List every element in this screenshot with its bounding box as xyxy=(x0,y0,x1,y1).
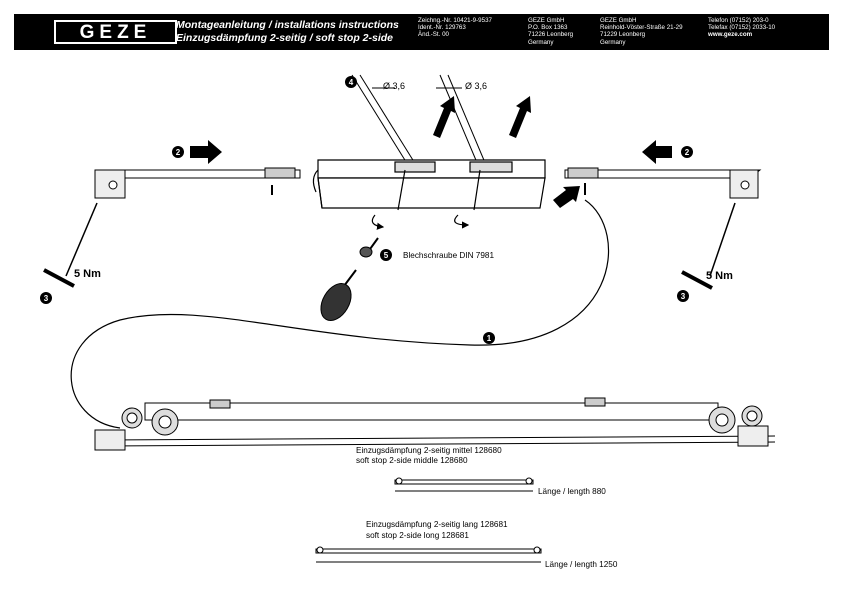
step-1-badge: 1 xyxy=(483,332,495,344)
document-title: Montageanleitung / installations instruc… xyxy=(176,19,399,45)
fax: Telefax (07152) 2033-10 xyxy=(708,24,776,32)
variant-middle-name-en: soft stop 2-side middle 128680 xyxy=(356,456,468,465)
torque-right: 5 Nm xyxy=(706,270,733,282)
address-line: P.O. Box 1363 xyxy=(528,24,568,32)
address-line: Germany xyxy=(600,38,626,46)
step-2-badge-left: 2 xyxy=(172,146,184,158)
geze-logo: GEZE xyxy=(54,20,177,44)
hook-arrow xyxy=(553,186,580,208)
drawing-info: Zeichng.-Nr. 10421-9-9537 Ident.-Nr. 129… xyxy=(418,17,492,39)
torque-left: 5 Nm xyxy=(74,268,101,280)
drill-guide-lines xyxy=(351,74,487,166)
insert-arrows xyxy=(433,96,531,138)
address-line: 71226 Leonberg xyxy=(528,31,574,39)
step-2-badge-right: 2 xyxy=(681,146,693,158)
rail-top-left xyxy=(94,167,301,199)
variant-middle-length: Länge / length 880 xyxy=(538,487,606,496)
variant-middle-name-de: Einzugsdämpfung 2-seitig mittel 128680 xyxy=(356,446,502,455)
screw-and-driver xyxy=(320,237,379,321)
address-postal: GEZE GmbH P.O. Box 1363 71226 Leonberg G… xyxy=(528,17,573,46)
step-5-badge: 5 xyxy=(380,249,392,261)
revision: Änd.-St. 00 xyxy=(418,31,449,39)
address-line: GEZE GmbH xyxy=(528,17,565,24)
address-line: Germany xyxy=(528,38,554,46)
screw-label: Blechschraube DIN 7981 xyxy=(403,251,495,260)
logo-text: GEZE xyxy=(79,21,152,43)
address-line: Reinhold-Vöster-Straße 21-29 xyxy=(600,24,683,32)
variant-long-name-en: soft stop 2-side long 128681 xyxy=(366,531,469,540)
step-3-badge-right: 3 xyxy=(677,290,689,302)
website: www.geze.com xyxy=(708,31,753,39)
address-line: 71229 Leonberg xyxy=(600,31,646,39)
push-arrow-left xyxy=(190,140,222,164)
address-line: GEZE GmbH xyxy=(600,17,637,24)
phone: Telefon (07152) 203-0 xyxy=(708,17,769,24)
drawing-number: Zeichng.-Nr. 10421-9-9537 xyxy=(418,17,492,24)
hex-key-left xyxy=(43,202,98,288)
drill-diameter-right: Ø 3,6 xyxy=(465,81,488,91)
assembly-path-curve xyxy=(70,199,610,429)
variant-long-length: Länge / length 1250 xyxy=(545,560,618,569)
title-line-2: Einzugsdämpfung 2-seitig / soft stop 2-s… xyxy=(176,32,394,44)
title-line-1: Montageanleitung / installations instruc… xyxy=(176,19,399,31)
header-bar: GEZE Montageanleitung / installations in… xyxy=(14,14,829,50)
step-3-badge-left: 3 xyxy=(40,292,52,304)
assembled-rail xyxy=(94,397,776,451)
variant-long-name-de: Einzugsdämpfung 2-seitig lang 128681 xyxy=(366,520,508,529)
push-arrow-right xyxy=(642,140,672,164)
variant-middle-schematic xyxy=(394,477,534,492)
variant-long-schematic xyxy=(315,546,542,563)
contact-info: Telefon (07152) 203-0 Telefax (07152) 20… xyxy=(708,17,775,39)
ident-number: Ident.-Nr. 129763 xyxy=(418,24,466,32)
damper-housing xyxy=(312,159,546,230)
step-4-badge: 4 xyxy=(345,76,357,88)
hex-key-right xyxy=(681,202,736,290)
address-street: GEZE GmbH Reinhold-Vöster-Straße 21-29 7… xyxy=(600,17,683,46)
drill-diameter-left: Ø 3,6 xyxy=(383,81,406,91)
rail-top-right xyxy=(564,167,762,199)
